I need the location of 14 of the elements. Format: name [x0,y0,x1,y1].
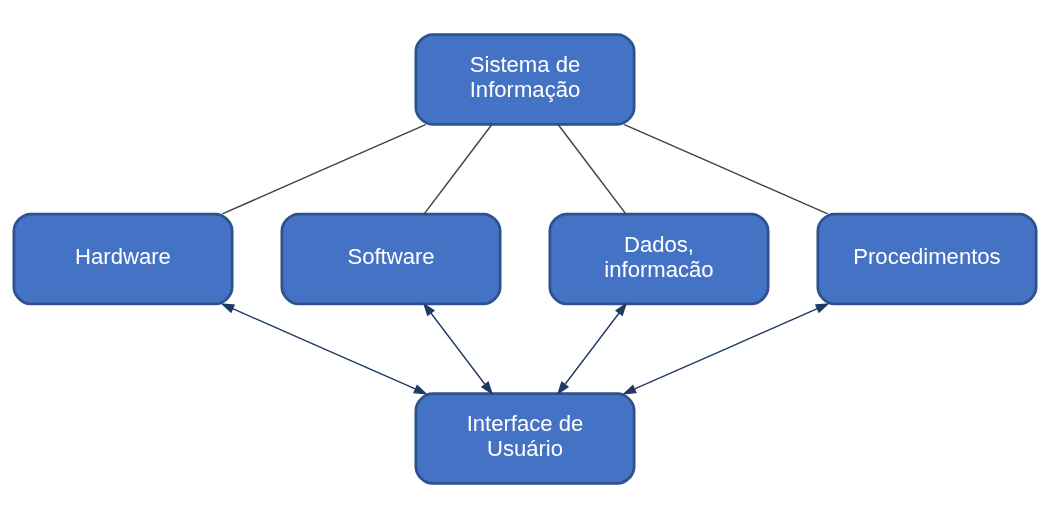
arrow [556,302,628,396]
node-box: Software [280,212,502,306]
arrow [422,302,494,396]
arrow [622,303,830,395]
arrow [220,303,428,395]
connector [623,123,829,215]
connector [221,123,427,215]
node-box: Sistema de Informação [414,33,636,126]
node-box: Interface de Usuário [414,392,636,485]
connector [423,123,493,215]
node-box: Dados, informacão [548,212,770,306]
connector [557,123,627,215]
node-box: Procedimentos [816,212,1038,306]
node-box: Hardware [12,212,234,306]
